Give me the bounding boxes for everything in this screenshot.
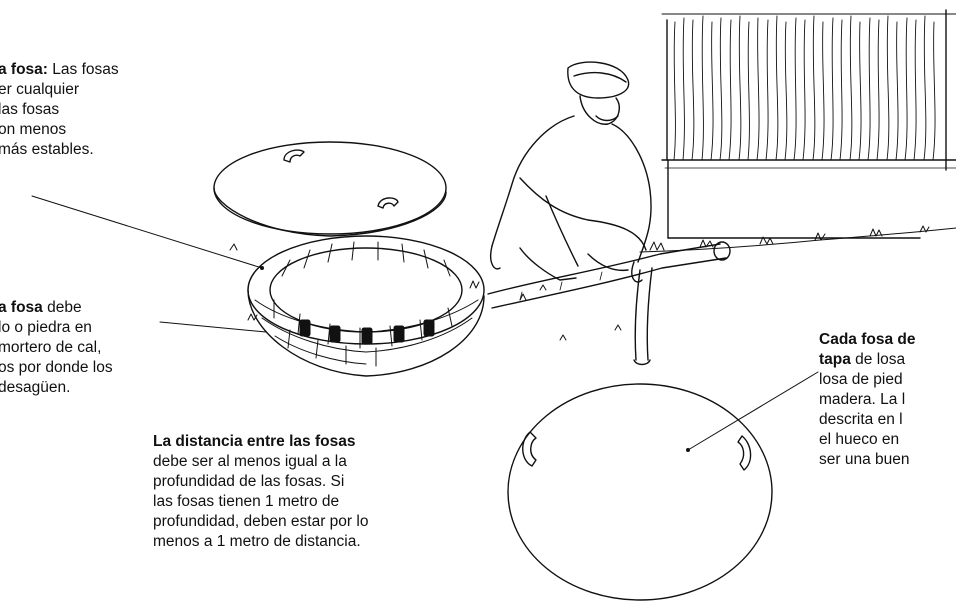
label-pit-shape-bold: a fosa: — [0, 61, 48, 78]
label-pit-distance-text: debe ser al menos igual a la profundidad… — [153, 453, 369, 550]
leader-dot — [260, 266, 264, 270]
label-pit-distance: La distancia entre las fosas debe ser al… — [153, 432, 453, 552]
label-pit-lining: a fosa debe lo o piedra en mortero de ca… — [0, 298, 198, 398]
ground-grass — [229, 225, 956, 341]
label-pit-cover: Cada fosa de tapa de losa losa de pied m… — [819, 330, 956, 470]
label-pit-lining-text: debe lo o piedra en mortero de cal, os p… — [0, 299, 113, 396]
leader-lines — [31, 195, 819, 451]
pit-cover-front — [507, 383, 773, 601]
label-pit-distance-bold: La distancia entre las fosas — [153, 433, 356, 450]
label-pit-lining-bold: a fosa — [0, 299, 43, 316]
label-pit-shape: a fosa: Las fosas er cualquier las fosas… — [0, 60, 198, 160]
label-pit-cover-bold: Cada fosa de tapa — [819, 331, 916, 368]
pit-cover-back — [213, 141, 447, 237]
crouching-man — [490, 61, 652, 283]
latrine-shelter — [661, 9, 956, 239]
drain-pipe — [487, 241, 731, 366]
leader-dot — [686, 448, 690, 452]
label-pit-cover-text: de losa losa de pied madera. La l descri… — [819, 351, 910, 468]
label-pit-shape-text: Las fosas er cualquier las fosas on meno… — [0, 61, 119, 158]
brick-lined-pit — [247, 235, 485, 377]
